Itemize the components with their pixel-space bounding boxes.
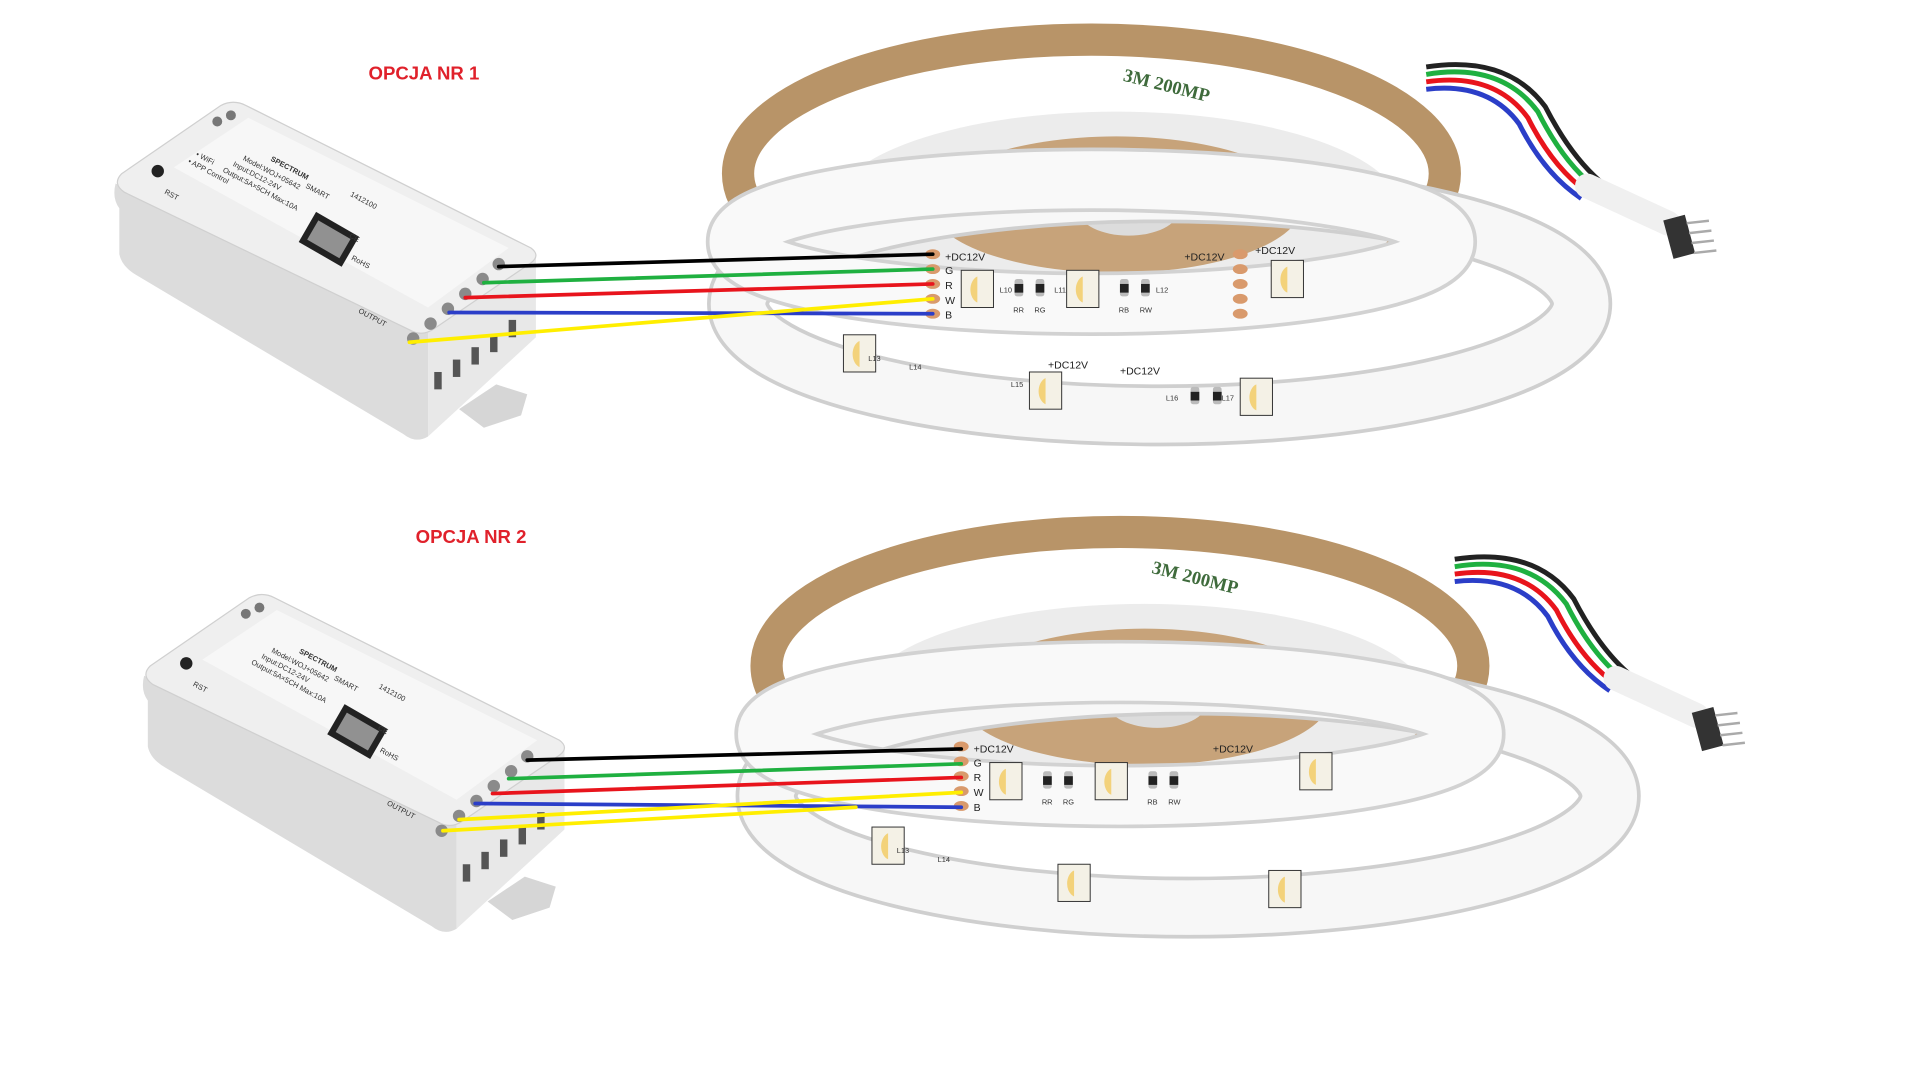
resistor-label: RG xyxy=(1034,305,1045,314)
led-label: L14 xyxy=(909,363,921,372)
resistor-label: RW xyxy=(1140,305,1152,314)
led-label: L12 xyxy=(1156,286,1168,295)
wire-red xyxy=(463,282,935,300)
wire-yellow-ww xyxy=(457,790,964,822)
led-label: L16 xyxy=(1166,394,1178,403)
resistor-label: RB xyxy=(1147,798,1157,807)
pad-label: R xyxy=(945,280,953,292)
resistor-label: RR xyxy=(1013,305,1024,314)
pad-label: B xyxy=(974,802,981,814)
pad-label: +DC12V xyxy=(1255,245,1295,257)
resistor-label: RB xyxy=(1119,305,1129,314)
wire-green xyxy=(481,267,935,285)
pad-label: R xyxy=(974,772,982,784)
wire-red xyxy=(490,775,964,796)
wire-green xyxy=(506,761,964,781)
tape-text: 3M 200MP xyxy=(1121,65,1212,107)
resistor-label: RG xyxy=(1063,798,1074,807)
led-label: L17 xyxy=(1222,394,1234,403)
led-label: L13 xyxy=(868,354,880,363)
option-2: OPCJA NR 2 +DC12V G R W B +DC12V RR RG R… xyxy=(142,526,1745,933)
led-strip-reel xyxy=(738,40,1716,416)
wires xyxy=(407,252,935,345)
led-label: L11 xyxy=(1054,286,1066,295)
tape-text: 3M 200MP xyxy=(1150,557,1241,599)
pad-label: +DC12V xyxy=(945,251,985,263)
option-2-title: OPCJA NR 2 xyxy=(416,526,527,547)
pad-label: G xyxy=(945,265,953,277)
wire-black xyxy=(525,747,964,762)
led-label: L10 xyxy=(1000,286,1012,295)
option-1-title: OPCJA NR 1 xyxy=(369,62,480,83)
wire-yellow xyxy=(407,296,935,345)
pad-label: W xyxy=(945,295,955,307)
led-label: L14 xyxy=(938,855,950,864)
ce-mark: CE xyxy=(348,231,361,244)
pad-label: B xyxy=(945,310,952,322)
pad-label: +DC12V xyxy=(974,744,1014,756)
resistor-label: RW xyxy=(1168,798,1180,807)
wires xyxy=(441,747,964,833)
wifi-controller: SPECTRUM SMART Model:WOJ+05642 Input:DC1… xyxy=(142,593,566,933)
resistor-label: RR xyxy=(1042,798,1053,807)
pad-label: +DC12V xyxy=(1213,744,1253,756)
option-1: OPCJA NR 1 +DC12V G R W B +DC12V +DC12V … xyxy=(113,40,1716,441)
led-label: L15 xyxy=(1011,380,1023,389)
led-strip-reel xyxy=(767,532,1745,908)
wire-blue xyxy=(447,310,935,316)
ce-mark: CE xyxy=(376,723,389,736)
pad-label: +DC12V xyxy=(1048,359,1088,371)
wire-yellow-w xyxy=(441,805,858,833)
pad-label: G xyxy=(974,757,982,769)
pad-label: +DC12V xyxy=(1120,365,1160,377)
wifi-controller: SPECTRUM SMART Model:WOJ+05642 Input:DC1… xyxy=(113,101,537,441)
pad-label: W xyxy=(974,787,984,799)
pad-label: +DC12V xyxy=(1184,251,1224,263)
led-label: L13 xyxy=(897,846,909,855)
wire-black xyxy=(496,252,935,269)
